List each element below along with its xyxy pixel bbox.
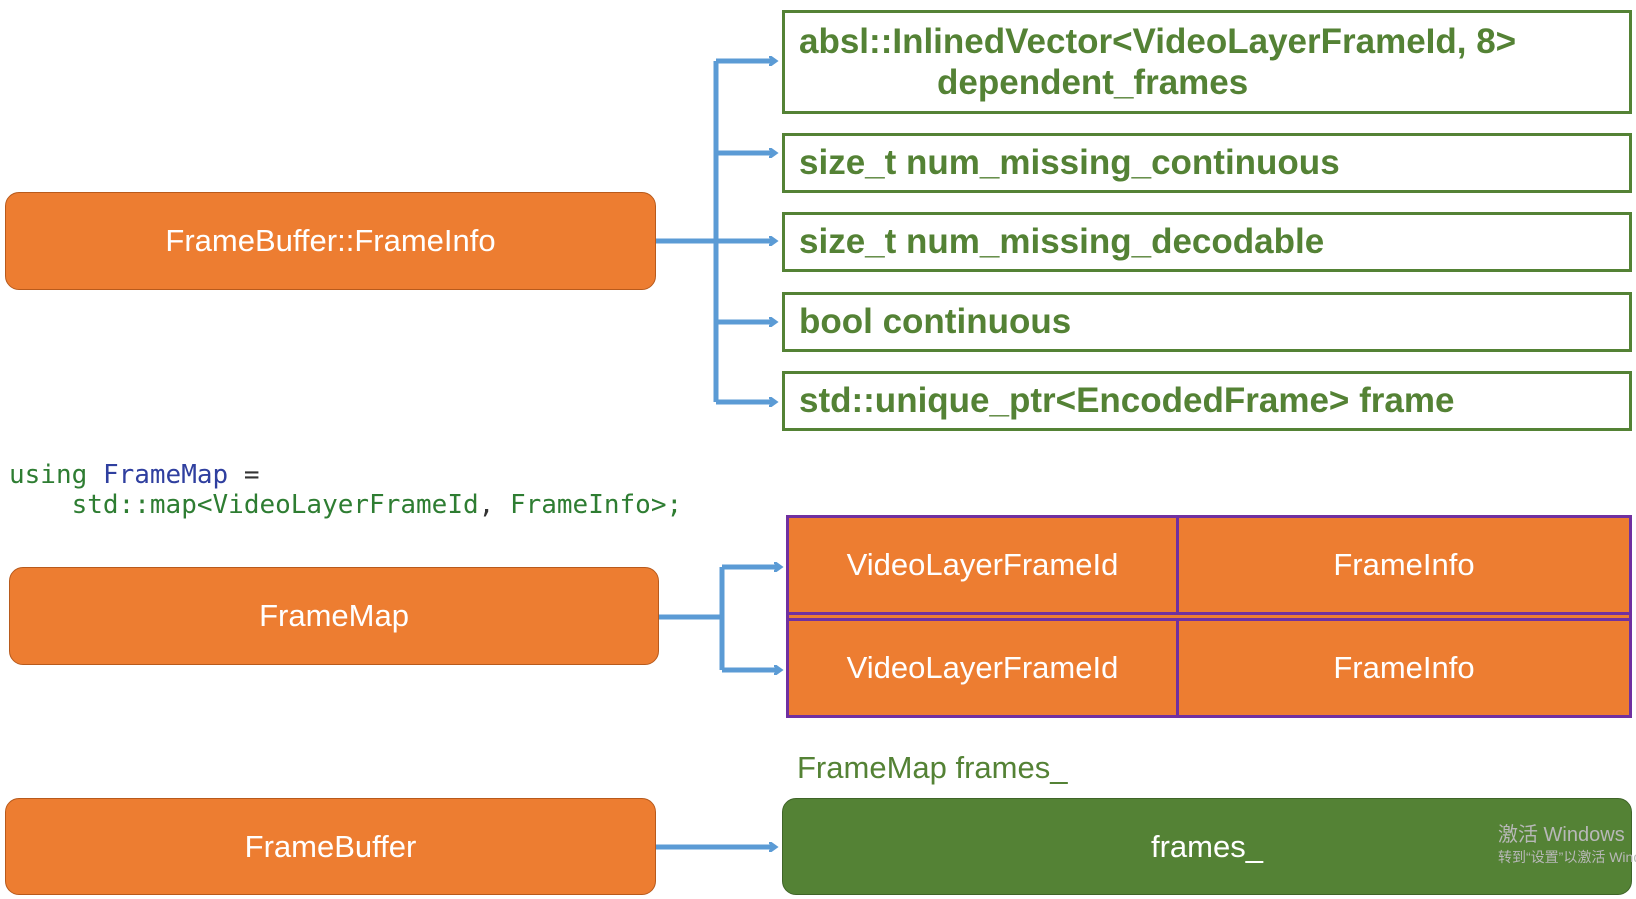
field-dependent-frames-name: dependent_frames <box>937 63 1249 102</box>
framemap-entry-value-text: FrameInfo <box>1333 547 1475 582</box>
field-num-missing-continuous-text: size_t num_missing_continuous <box>799 143 1340 182</box>
field-dependent-frames-type: absl::InlinedVector<VideoLayerFrameId, 8… <box>799 22 1517 61</box>
field-continuous-text: bool continuous <box>799 302 1072 341</box>
frames-member-label: frames_ <box>1151 828 1263 864</box>
framemap-connector <box>658 567 780 670</box>
framemap-entry-key-text: VideoLayerFrameId <box>846 547 1119 582</box>
frameinfo-label: FrameBuffer::FrameInfo <box>165 223 496 258</box>
framemap-entry-key: VideoLayerFrameId <box>786 515 1179 615</box>
watermark-subtitle: 转到“设置”以激活 Windows。 <box>1498 849 1636 865</box>
frameinfo-connector <box>655 61 775 402</box>
frames-member-box: frames_ <box>782 798 1632 895</box>
field-frame: std::unique_ptr<EncodedFrame> frame <box>782 371 1632 431</box>
watermark-title: 激活 Windows <box>1498 824 1625 846</box>
code-map-type: std::map< <box>71 490 213 520</box>
code-using-keyword: using <box>9 460 88 490</box>
framemap-entry-key-text: VideoLayerFrameId <box>846 650 1119 685</box>
framemap-entry-value-text: FrameInfo <box>1333 650 1475 685</box>
framemap-entry-key: VideoLayerFrameId <box>786 618 1179 718</box>
field-num-missing-decodable-text: size_t num_missing_decodable <box>799 222 1325 261</box>
framebuffer-box: FrameBuffer <box>5 798 656 895</box>
framemap-entry-value: FrameInfo <box>1176 515 1632 615</box>
code-comma: , <box>478 490 510 520</box>
field-dependent-frames: absl::InlinedVector<VideoLayerFrameId, 8… <box>782 10 1632 114</box>
field-continuous: bool continuous <box>782 292 1632 352</box>
field-num-missing-decodable: size_t num_missing_decodable <box>782 212 1632 272</box>
code-alias-name: FrameMap <box>102 460 229 490</box>
framemap-entry-value: FrameInfo <box>1176 618 1632 718</box>
frameinfo-box: FrameBuffer::FrameInfo <box>5 192 656 290</box>
code-equals: = <box>228 460 260 490</box>
framemap-label: FrameMap <box>259 598 409 633</box>
field-frame-text: std::unique_ptr<EncodedFrame> frame <box>799 381 1455 420</box>
framemap-box: FrameMap <box>9 567 659 665</box>
windows-activation-watermark: 激活 Windows 转到“设置”以激活 Windows。 <box>1498 818 1636 867</box>
code-key-type: VideoLayerFrameId <box>212 490 479 520</box>
framebuffer-label: FrameBuffer <box>244 828 417 864</box>
code-value-type: FrameInfo <box>509 490 651 520</box>
framemap-typedef-code: using FrameMap = std::map<VideoLayerFram… <box>9 460 682 520</box>
code-end: >; <box>650 490 683 520</box>
frames-member-caption: FrameMap frames_ <box>797 750 1068 785</box>
field-num-missing-continuous: size_t num_missing_continuous <box>782 133 1632 193</box>
